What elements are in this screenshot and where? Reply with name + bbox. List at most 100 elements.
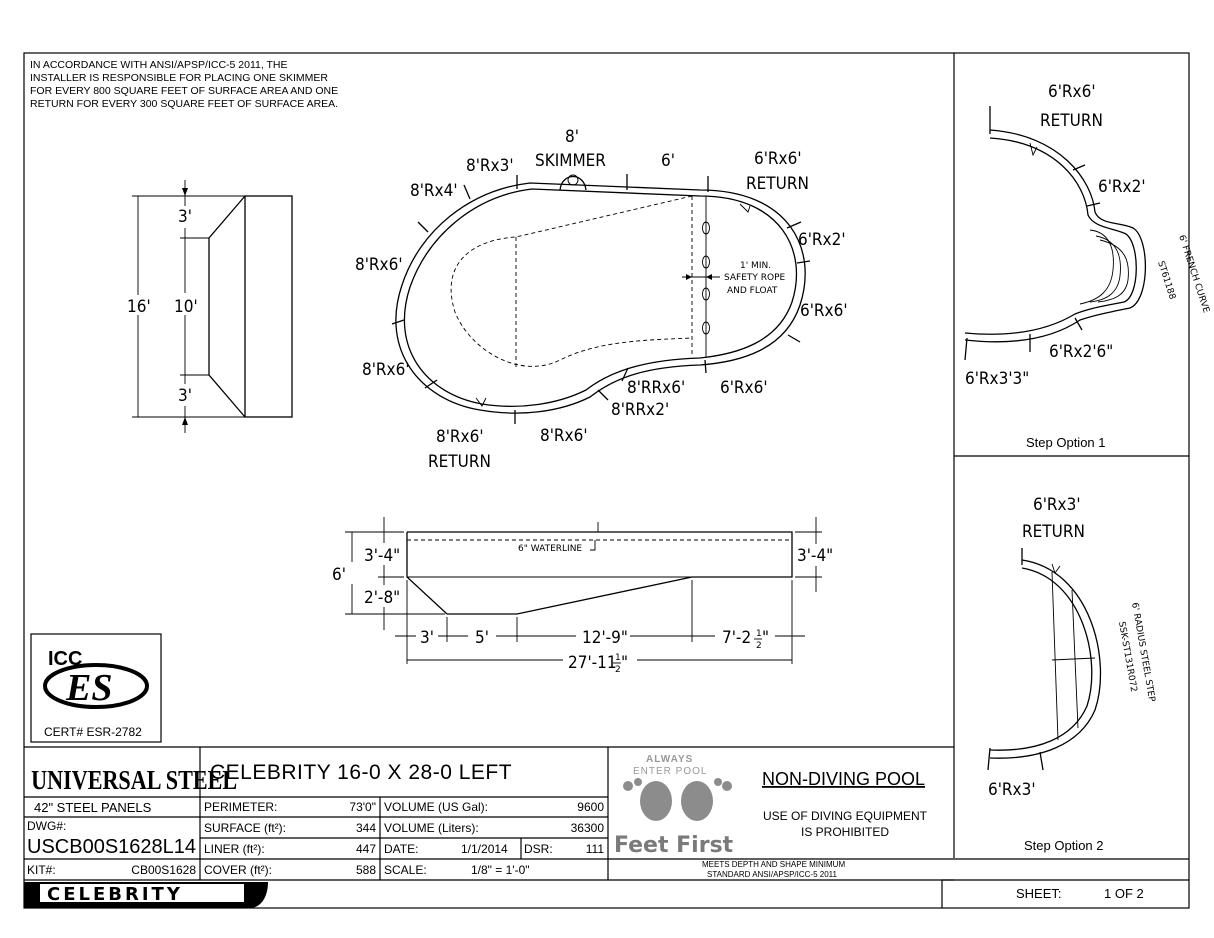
end-view-overall-dim: 16' — [127, 297, 151, 317]
step-option-1: 6'Rx6' RETURN 6'Rx2' 6'Rx2'6" 6'Rx3'3" 6… — [964, 82, 1211, 450]
plan-label-6rx2: 6'Rx2' — [798, 230, 846, 250]
end-view-top-dim: 3' — [178, 207, 192, 227]
surface-label: SURFACE (ft²): — [204, 821, 286, 835]
plan-label-8rx3: 8'Rx3' — [466, 156, 514, 176]
step2-caption: Step Option 2 — [1024, 838, 1104, 853]
section-overall-length: 27'-11 — [568, 653, 617, 673]
plan-label-6rx6-top: 6'Rx6' — [754, 149, 802, 169]
section-dim-5: 5' — [475, 628, 489, 648]
compliance-note: IN ACCORDANCE WITH ANSI/APSP/ICC-5 2011,… — [30, 59, 338, 110]
step1-label-6rx2: 6'Rx2' — [1098, 177, 1146, 197]
step1-label-6rx3-3: 6'Rx3'3" — [965, 369, 1029, 389]
cover-label: COVER (ft²): — [204, 863, 272, 877]
step1-curve-line2: ST61188 — [1155, 260, 1177, 301]
end-view: 16' 10' 3' 3' — [125, 180, 293, 433]
plan-label-return-top: RETURN — [746, 174, 809, 194]
plan-uprights — [391, 174, 811, 424]
right-foot-icon — [681, 781, 713, 821]
plan-label-8rrx2: 8'RRx2' — [611, 400, 669, 420]
cert-number: CERT# ESR-2782 — [44, 725, 142, 739]
skimmer-icon — [559, 175, 587, 191]
perimeter-label: PERIMETER: — [204, 800, 277, 814]
volume-l-label: VOLUME (Liters): — [384, 821, 479, 835]
section-depth-shallow: 3'-4" — [364, 546, 400, 566]
cover-value: 588 — [356, 863, 376, 877]
plan-label-8rx6-bottom: 8'Rx6' — [540, 426, 588, 446]
step1-return-size: 6'Rx6' — [1048, 82, 1096, 102]
dsr-value: 111 — [586, 842, 605, 856]
note-line-1: IN ACCORDANCE WITH ANSI/APSP/ICC-5 2011,… — [30, 59, 288, 71]
skimmer-label: SKIMMER — [535, 151, 606, 171]
diving-line-2: IS PROHIBITED — [801, 825, 889, 839]
section-dim-7-suffix: " — [762, 628, 769, 648]
scale-value: 1/8" = 1'-0" — [471, 863, 530, 877]
end-view-inner-dim: 10' — [174, 297, 198, 317]
scale-label: SCALE: — [384, 863, 427, 877]
plan-label-8rx6-left-lower: 8'Rx6' — [362, 360, 410, 380]
skimmer-size-label: 8' — [565, 127, 579, 147]
section-depth-right: 3'-4" — [797, 546, 833, 566]
step-option-2: 6'Rx3' RETURN 6'Rx3' 6' RADIUS STEEL STE… — [987, 495, 1156, 853]
feet-first-text: Feet First — [614, 833, 734, 858]
section-depth-total: 6' — [332, 565, 346, 585]
liner-label: LINER (ft²): — [204, 842, 265, 856]
note-line-3: FOR EVERY 800 SQUARE FEET OF SURFACE ARE… — [30, 85, 338, 97]
return-top-icon — [739, 203, 751, 213]
plan-label-8rx4: 8'Rx4' — [410, 181, 458, 201]
return-icon-step1 — [1029, 142, 1038, 157]
step1-curve-line1: 6' FRENCH CURVE — [1176, 234, 1211, 315]
section-profile — [406, 531, 793, 615]
title-block: UNIVERSAL STEEL CELEBRITY 16-0 X 28-0 LE… — [24, 746, 1189, 908]
left-foot-icon — [640, 781, 672, 821]
note-line-2: INSTALLER IS RESPONSIBLE FOR PLACING ONE… — [30, 72, 328, 84]
volume-l-value: 36300 — [571, 821, 605, 835]
model-title: CELEBRITY 16-0 X 28-0 LEFT — [210, 761, 512, 784]
kit-number: CB00S1628 — [131, 863, 196, 877]
section-overall-suffix: " — [621, 653, 628, 673]
plan-label-8rx6-left-upper: 8'Rx6' — [355, 255, 403, 275]
safety-rope-line-3: AND FLOAT — [727, 286, 778, 296]
dwg-label: DWG#: — [27, 819, 66, 833]
section-dim-7-num: 1 — [756, 629, 762, 639]
section-depth-slope: 2'-8" — [364, 588, 400, 608]
sheet-label: SHEET: — [1016, 886, 1062, 901]
plan-label-6rx6-bottom: 6'Rx6' — [720, 378, 768, 398]
end-view-bottom-dim: 3' — [178, 386, 192, 406]
plan-view: 1' MIN. SAFETY ROPE AND FLOAT 8' SKI — [355, 127, 848, 472]
es-logo-text: ES — [65, 667, 112, 709]
step2-return-size: 6'Rx3' — [1033, 495, 1081, 515]
kit-label: KIT#: — [27, 863, 56, 877]
pool-outer-wall — [395, 182, 806, 414]
step1-label-6rx2-6: 6'Rx2'6" — [1049, 342, 1113, 362]
perimeter-value: 73'0" — [349, 800, 376, 814]
celebrity-logo-text: CELEBRITY — [47, 884, 183, 905]
date-label: DATE: — [384, 842, 418, 856]
plan-label-6: 6' — [661, 151, 675, 171]
dwg-number: USCB00S1628L14 — [27, 836, 196, 858]
non-diving-label: NON-DIVING POOL — [762, 769, 925, 789]
feet-first-logo: ALWAYS ENTER POOL Feet First — [614, 754, 734, 858]
dsr-label: DSR: — [524, 842, 553, 856]
section-overall-num: 1 — [615, 653, 621, 663]
section-dim-12-9: 12'-9" — [582, 628, 628, 648]
safety-rope-line-2: SAFETY ROPE — [724, 273, 786, 283]
meets-line-1: MEETS DEPTH AND SHAPE MINIMUM — [702, 860, 845, 869]
sheet-border — [23, 52, 1190, 909]
section-dim-7-2: 7'-2 — [722, 628, 751, 648]
step1-return: RETURN — [1040, 111, 1103, 131]
waterline-label: 6" WATERLINE — [518, 544, 582, 554]
date-value: 1/1/2014 — [461, 842, 508, 856]
section-overall-den: 2 — [615, 665, 621, 675]
brand-logo: UNIVERSAL STEEL — [31, 766, 237, 796]
deep-area-outline — [450, 195, 693, 367]
end-view-slope — [208, 195, 246, 418]
section-dim-3: 3' — [420, 628, 434, 648]
icc-es-cert: ICC ES CERT# ESR-2782 — [30, 633, 162, 743]
plan-label-return-bottom: RETURN — [428, 452, 491, 472]
section-dim-7-den: 2 — [756, 641, 762, 651]
meets-line-2: STANDARD ANSI/APSP/ICC-5 2011 — [707, 870, 838, 879]
return-icon-step2 — [1051, 563, 1061, 574]
panels-label: 42" STEEL PANELS — [34, 800, 152, 815]
step1-caption: Step Option 1 — [1026, 435, 1106, 450]
plan-label-6rx6-right: 6'Rx6' — [800, 301, 848, 321]
